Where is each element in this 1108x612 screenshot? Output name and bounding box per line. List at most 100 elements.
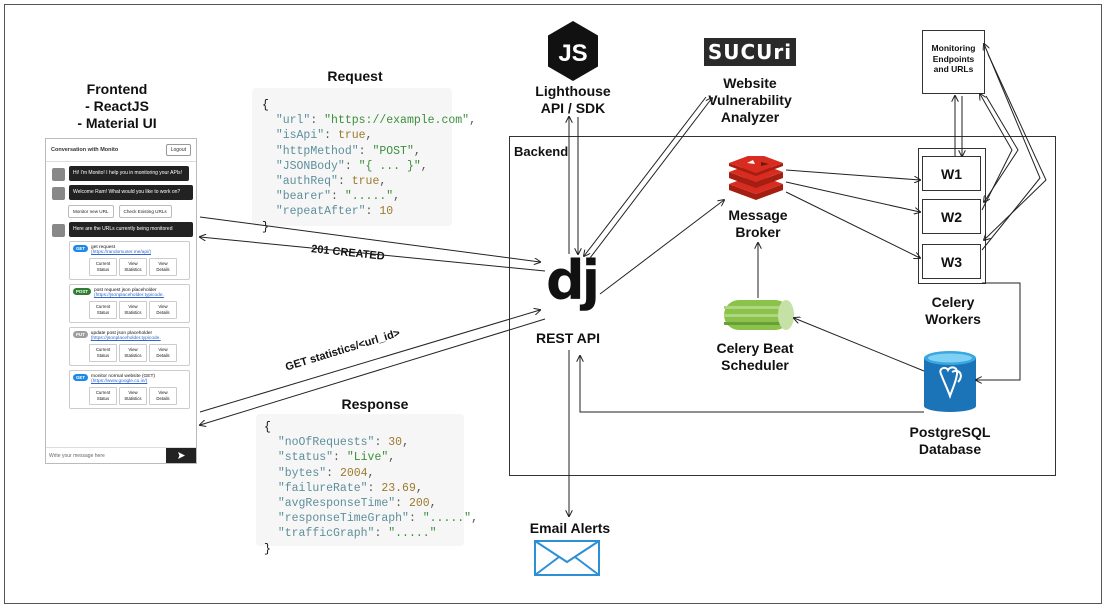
code-line: "url": "https://example.com", — [275, 114, 476, 128]
card-action-label: Current — [95, 304, 111, 309]
check-existing-urls-button[interactable]: Check Existing URLs — [118, 205, 172, 218]
http-method-badge: POST — [73, 288, 91, 295]
code-line: } — [262, 220, 269, 234]
response-code-box: { "noOfRequests": 30, "status": "Live", … — [256, 414, 478, 556]
card-action-label: Status — [96, 310, 110, 315]
choice-buttons: Monitor new URL Check Existing URLs — [68, 205, 196, 218]
message-bubble: Welcome Ram! What would you like to work… — [69, 185, 193, 200]
frontend-title-line: - Material UI — [77, 115, 157, 131]
chat-header: Conversation with Monito Logout — [46, 139, 196, 162]
db-label-line: Database — [918, 441, 982, 457]
bot-avatar-icon — [52, 187, 65, 200]
card-action-label: Status — [96, 267, 110, 272]
backend-container — [509, 136, 1056, 476]
email-alerts-label: Email Alerts — [529, 520, 611, 536]
postgres-icon — [922, 350, 978, 417]
db-label-line: PostgreSQL — [909, 424, 991, 440]
card-title: update post json placeholder — [90, 331, 153, 336]
code-line: { — [262, 99, 269, 112]
card-action-label: Status — [96, 353, 110, 358]
card-action-label: Details — [156, 310, 170, 315]
card-action-label: Current — [95, 261, 111, 266]
card-title: get request — [91, 245, 116, 250]
code-line: "noOfRequests": 30, — [277, 436, 409, 450]
card-action-label: Current — [95, 390, 111, 395]
backend-label: Backend — [514, 144, 569, 159]
card-action-label: Details — [156, 267, 170, 272]
send-button[interactable] — [166, 448, 196, 463]
celery-beat-label: Celery Beat Scheduler — [700, 340, 810, 374]
http-method-badge: GET — [73, 374, 89, 381]
bot-avatar-icon — [52, 168, 65, 181]
card-text: get request(https://randomuser.me/api/) — [91, 245, 151, 255]
message-input[interactable]: Write your message here — [46, 447, 196, 463]
message-input-placeholder: Write your message here — [49, 452, 105, 459]
response-title: Response — [341, 396, 409, 412]
frontend-title: Frontend - ReactJS - Material UI — [62, 81, 172, 132]
email-icon — [534, 540, 600, 581]
rest-api-label: REST API — [535, 330, 601, 346]
celery-beat-label-line: Celery Beat — [716, 340, 794, 356]
monitor-new-url-button[interactable]: Monitor new URL — [68, 205, 114, 218]
sucuri-label-line: Analyzer — [720, 109, 780, 125]
celery-beat-label-line: Scheduler — [721, 357, 789, 373]
chat-panel: Conversation with Monito Logout Hi! I'm … — [45, 138, 197, 464]
card-url-link[interactable]: (https://randomuser.me/api/) — [91, 250, 152, 255]
card-action-label: View — [128, 304, 138, 309]
card-title: post request json placeholder — [93, 288, 157, 293]
code-line: "status": "Live", — [277, 451, 396, 465]
frontend-title-line: Frontend — [86, 81, 148, 97]
code-line: { — [264, 421, 271, 434]
sucuri-label: Website Vulnerability Analyzer — [695, 75, 805, 126]
frontend-title-line: - ReactJS — [85, 98, 149, 114]
sucuri-label-line: Vulnerability — [708, 92, 792, 108]
workers-label: Celery Workers — [910, 294, 996, 328]
django-logo: dj — [546, 249, 600, 312]
bot-message: Welcome Ram! What would you like to work… — [52, 185, 193, 200]
diagram-frame — [4, 4, 1102, 604]
lighthouse-label: Lighthouse API / SDK — [523, 83, 623, 117]
nodejs-icon: JS — [546, 20, 600, 87]
card-text: monitor normal website (GET)(https://www… — [91, 374, 155, 384]
card-url-link[interactable]: (https://jsonplaceholder.typicode. — [90, 336, 161, 341]
code-line: "responseTimeGraph": ".....", — [277, 512, 478, 526]
broker-label: Message Broker — [713, 207, 803, 241]
worker-w3: W3 — [922, 244, 981, 279]
workers-label-line: Celery — [931, 294, 975, 310]
code-line: "trafficGraph": "....." — [277, 527, 437, 541]
card-action-label: Statistics — [124, 353, 142, 358]
card-url-link[interactable]: (https://www.google.co.in/) — [91, 379, 148, 384]
worker-w2: W2 — [922, 199, 981, 234]
request-title: Request — [327, 68, 383, 84]
card-action-label: View — [158, 261, 168, 266]
request-code-box: { "url": "https://example.com", "isApi":… — [252, 88, 476, 234]
card-title: monitor normal website (GET) — [91, 374, 156, 379]
code-line: "failureRate": 23.69, — [277, 481, 423, 495]
lighthouse-label-line: Lighthouse — [535, 83, 611, 99]
card-url-link[interactable]: (https://jsonplaceholder.typicode. — [93, 293, 164, 298]
card-action-label: Current — [95, 347, 111, 352]
logout-button[interactable]: Logout — [165, 144, 191, 156]
nodejs-icon-text: JS — [558, 40, 587, 67]
db-label: PostgreSQL Database — [898, 424, 1002, 458]
